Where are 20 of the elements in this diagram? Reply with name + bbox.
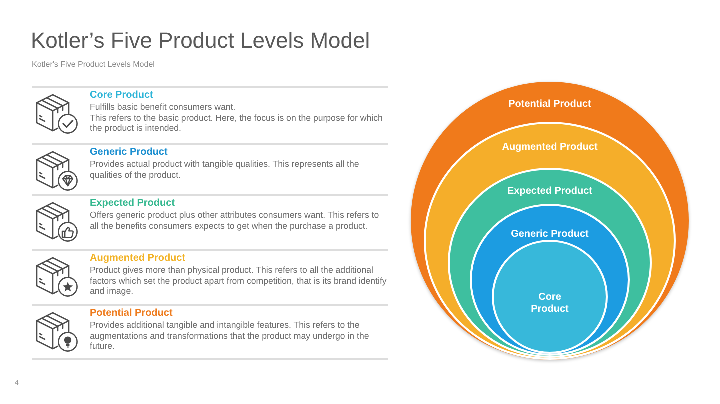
level-label: Augmented Product: [501, 142, 599, 154]
level-description: Provides actual product with tangible qualities. This represents all the qualities of the product.: [90, 159, 360, 180]
level-description: Product gives more than physical product. This refers to all the additional factors which set the product apart from competition, that is its brand identify and image.: [90, 265, 388, 296]
slide-title: Kotler’s Five Product Levels Model: [31, 28, 370, 54]
level-description: Provides additional tangible and intangible features. This refers to the augmentations and transformations that the product may undergo in the future.: [90, 320, 370, 352]
level-heading: Generic Product: [90, 147, 169, 159]
level-description: Offers generic product plus other attributes consumers want. This refers to all the benefits consumers expects to get when the purchase a product.: [90, 210, 380, 231]
subtitle: Kotler's Five Product Levels Model: [32, 60, 155, 70]
level-label: Generic Product: [510, 229, 590, 241]
level-circle: [492, 240, 608, 354]
level-label: Expected Product: [506, 186, 594, 198]
level-heading: Core Product: [90, 90, 154, 102]
level-label: Core Product: [530, 292, 570, 316]
level-description: Fulfills basic benefit consumers want.: [90, 102, 237, 112]
level-heading: Augmented Product: [90, 253, 187, 265]
level-label: Potential Product: [508, 99, 592, 111]
level-heading: Potential Product: [90, 308, 174, 320]
level-description: This refers to the basic product. Here, the focus is on the purpose for which the product is intended.: [90, 112, 384, 134]
level-circle: [470, 204, 630, 356]
level-heading: Expected Product: [90, 198, 176, 210]
